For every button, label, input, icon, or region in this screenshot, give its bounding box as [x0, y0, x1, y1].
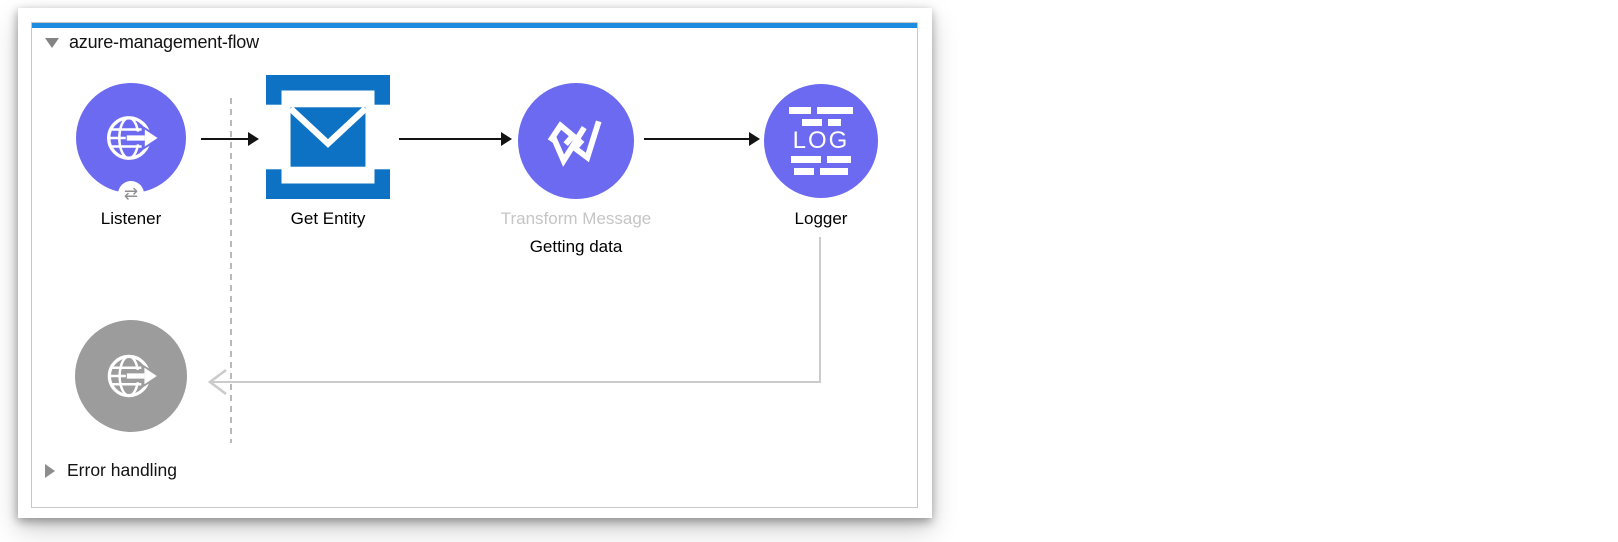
logger-circle[interactable]: LOG [764, 84, 878, 198]
arrowhead-icon [501, 132, 512, 146]
error-handling-section[interactable]: Error handling [32, 458, 917, 488]
exchange-arrows-icon: ⇄ [123, 184, 139, 203]
collapse-triangle-icon[interactable] [45, 38, 59, 48]
expand-triangle-icon[interactable] [45, 464, 55, 478]
transform-message-type-label: Transform Message [500, 209, 652, 228]
globe-arrow-icon [107, 354, 161, 398]
log-lines-icon: LOG [789, 104, 853, 177]
error-handling-label: Error handling [67, 460, 177, 480]
globe-arrow-icon [106, 116, 162, 160]
flow-card: azure-management-flow [18, 8, 932, 518]
arrowhead-icon [248, 132, 259, 146]
flow-container[interactable]: azure-management-flow [31, 22, 918, 508]
node-response-endpoint[interactable] [75, 320, 187, 432]
exchange-arrows-badge: ⇄ [118, 181, 144, 207]
logger-label: Logger [794, 209, 848, 228]
arrowhead-icon [749, 132, 760, 146]
flow-connector-arrow-3 [644, 132, 760, 146]
source-scope-dashed-line [230, 98, 232, 443]
response-arrowhead-icon [207, 368, 227, 396]
log-text: LOG [792, 127, 850, 155]
flow-connector-arrow-1 [201, 132, 259, 146]
response-connector-vertical [819, 237, 821, 382]
listener-circle[interactable] [76, 83, 186, 193]
dataweave-icon [547, 120, 602, 167]
flow-connector-arrow-2 [399, 132, 512, 146]
response-connector-horizontal [209, 381, 821, 383]
envelope-brackets-icon[interactable] [266, 75, 390, 199]
get-entity-label: Get Entity [290, 209, 366, 228]
flow-selection-bar [32, 23, 917, 28]
transform-message-name-label: Getting data [529, 237, 623, 256]
flow-title: azure-management-flow [69, 32, 259, 52]
listener-label: Listener [100, 209, 162, 228]
transform-message-circle[interactable] [518, 83, 634, 199]
